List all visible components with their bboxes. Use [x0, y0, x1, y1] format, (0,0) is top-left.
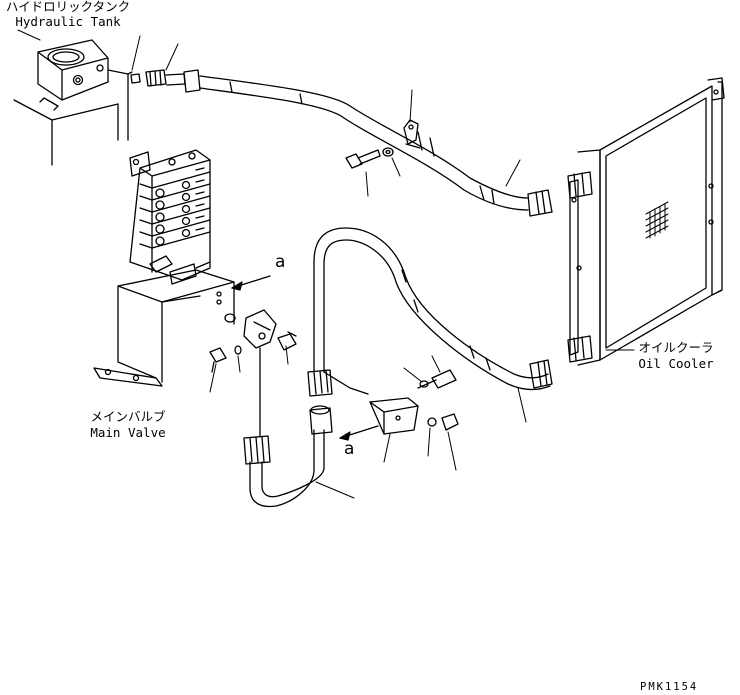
- ref-label-a-upper: a: [275, 252, 286, 272]
- leader-lines: [17, 29, 635, 499]
- valve-port-parts: [209, 309, 297, 437]
- hose-bracket: [369, 369, 459, 435]
- oil-cooler: [567, 77, 725, 366]
- valve-label-jp: メインバルブ: [90, 409, 166, 424]
- cooler-label-en: Oil Cooler: [638, 356, 714, 371]
- clamp-bolt: [345, 147, 394, 169]
- ref-label-a-lower: a: [344, 439, 355, 459]
- tank-fitting: [130, 69, 201, 93]
- valve-label-en: Main Valve: [90, 425, 166, 440]
- cooler-label-jp: オイルクーラ: [638, 340, 714, 355]
- upper-hose: [199, 75, 553, 217]
- tank-label-en: Hydraulic Tank: [15, 14, 121, 29]
- tank-label-jp: ハイドロリックタンク: [5, 0, 131, 14]
- ref-arrow-lower: [339, 425, 379, 441]
- lower-hose: [307, 227, 553, 397]
- drawing-code: PMK1154: [640, 681, 699, 693]
- upper-clamp: [403, 119, 421, 149]
- cooler-core-mesh: [645, 201, 669, 239]
- main-valve: [129, 149, 211, 285]
- hydraulic-tank: [13, 39, 133, 166]
- u-hose: [243, 405, 333, 508]
- ref-arrow-upper: [231, 275, 271, 291]
